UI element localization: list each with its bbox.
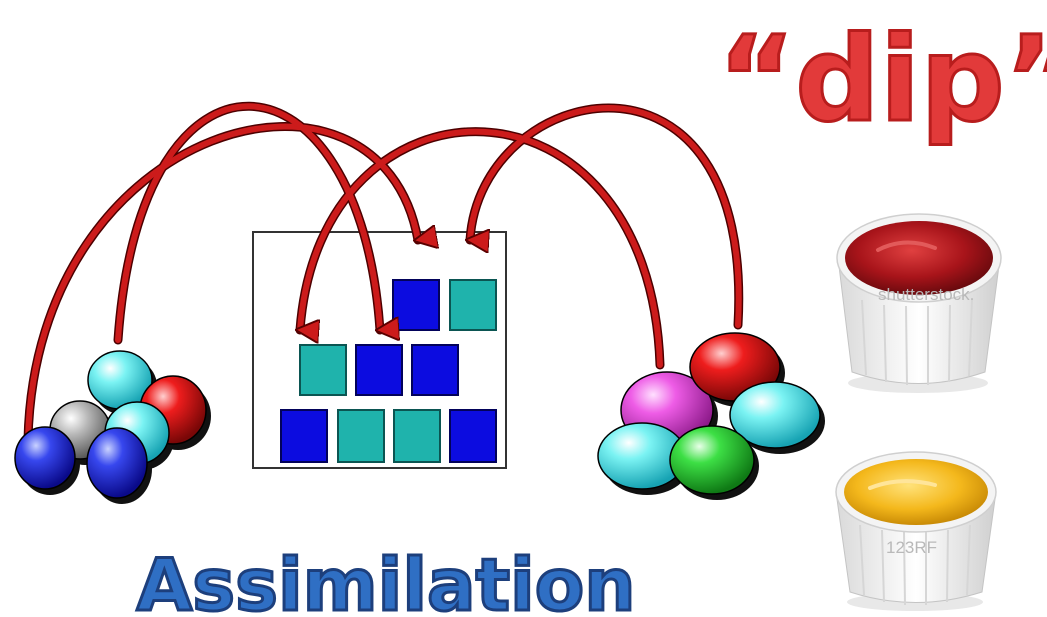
- blue-square: [392, 279, 440, 331]
- teal-square: [449, 279, 497, 331]
- ketchup-dip-bowl-icon: shutterstock.: [836, 213, 1002, 393]
- teal-square: [337, 409, 385, 463]
- blue-square: [355, 344, 403, 396]
- assimilation-caption: Assimilation: [137, 543, 636, 617]
- teal-square: [393, 409, 441, 463]
- molecule-cluster-icon: [597, 332, 825, 500]
- ketchup-watermark: shutterstock.: [878, 285, 974, 304]
- arrow-right-inner: [300, 128, 663, 368]
- blue-square: [280, 409, 328, 463]
- dip-title: “dip”: [718, 10, 1047, 148]
- arrow-right-outer: [470, 105, 742, 328]
- mustard-watermark: 123RF: [886, 538, 937, 557]
- mustard-dip-bowl-icon: 123RF: [835, 451, 997, 611]
- teal-square: [299, 344, 347, 396]
- schema-box: [252, 231, 507, 469]
- blue-square: [411, 344, 459, 396]
- arrows: [23, 101, 744, 445]
- molecule-cluster-icon: [14, 350, 211, 504]
- arrow-left-inner: [115, 103, 380, 343]
- arrow-left-outer: [25, 123, 418, 443]
- blue-square: [449, 409, 497, 463]
